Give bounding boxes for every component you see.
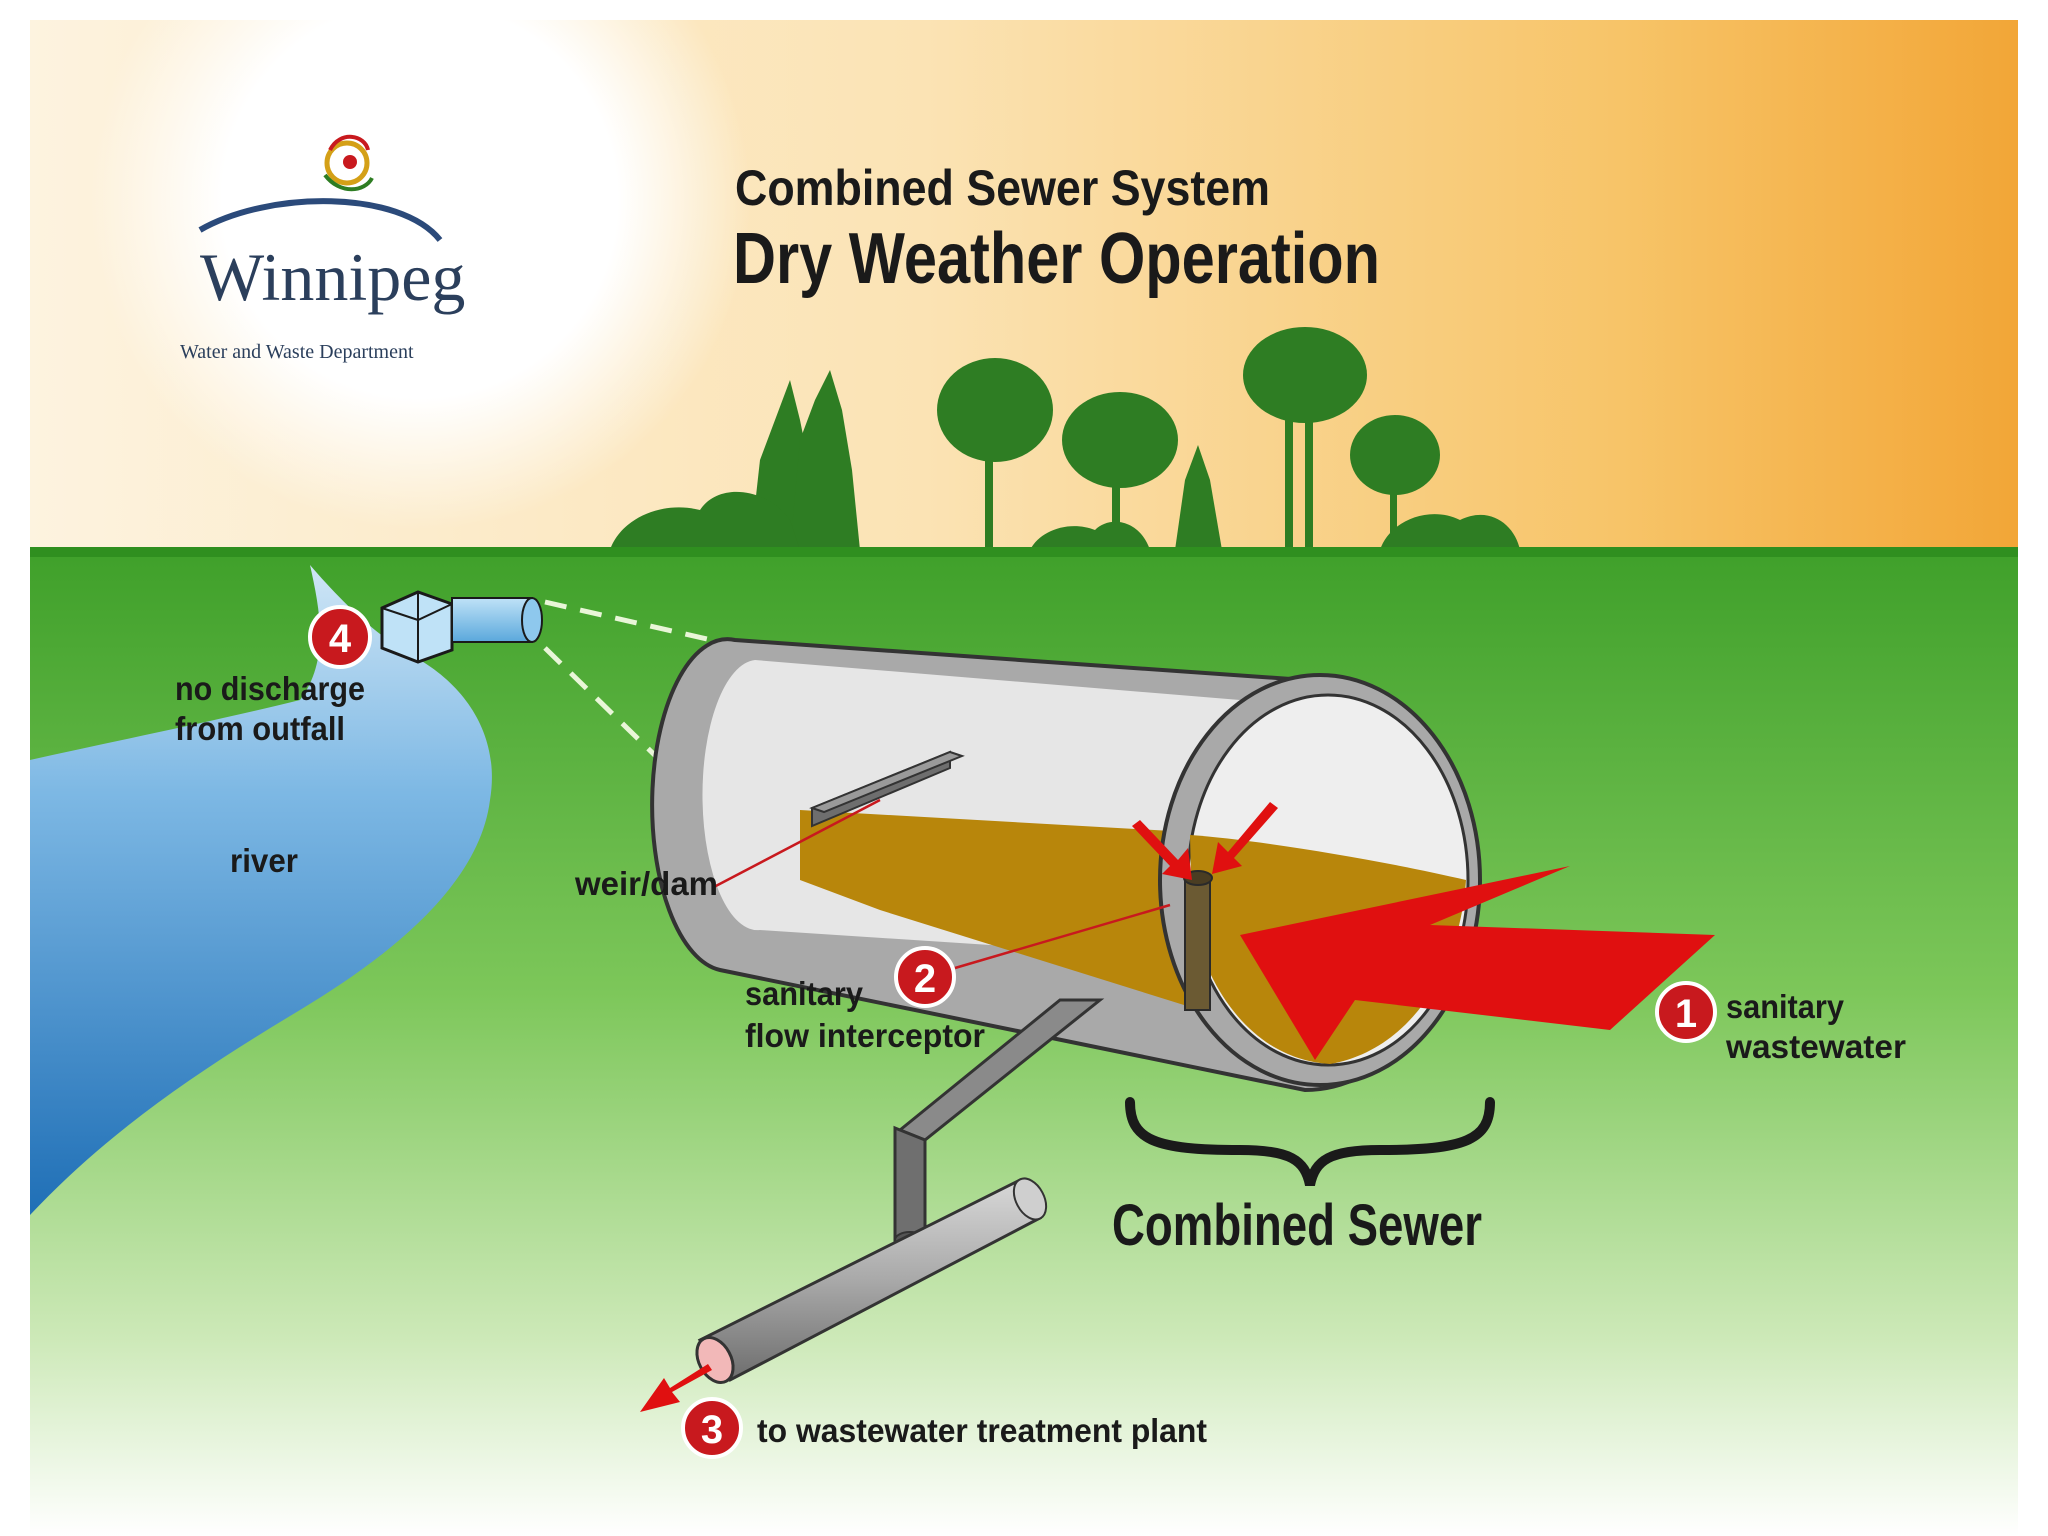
combined-sewer-brace	[1125, 1097, 1495, 1187]
connector-dashed-bottom	[543, 646, 672, 772]
tree-bush-1	[610, 491, 800, 550]
tree-conifer-2	[790, 370, 860, 550]
tree-crown-3	[1243, 327, 1367, 423]
tree-trunk-3	[1285, 410, 1293, 550]
tree-bush-3	[1380, 514, 1520, 550]
tree-trunk-3b	[1305, 410, 1313, 550]
river	[30, 565, 492, 1215]
interceptor-riser	[1184, 879, 1211, 1011]
badge-2-circle	[894, 946, 956, 1008]
label-interceptor-line-1: sanitary	[745, 975, 864, 1012]
label-river: river	[230, 842, 298, 879]
outfall-pipe	[451, 597, 533, 643]
label-treatment: to wastewater treatment plant	[757, 1412, 1207, 1449]
logo-emblem	[323, 134, 374, 192]
weir-leader-line	[711, 798, 881, 890]
badge-1-number: 1	[1675, 992, 1697, 1036]
wastewater-inflow-arrow	[1240, 866, 1715, 1060]
label-wastewater-line-1: sanitary	[1726, 988, 1845, 1025]
label-wastewater-line-2: wastewater	[1725, 1028, 1906, 1065]
outfall-pipe-end	[521, 597, 543, 643]
label-interceptor-line-2: flow interceptor	[745, 1017, 985, 1054]
tree-line	[610, 327, 1520, 550]
badge-1-circle	[1655, 981, 1717, 1043]
interceptor-arrow-left	[1132, 820, 1192, 880]
badge-1: 1	[1655, 981, 1717, 1043]
horizon-line	[30, 547, 2018, 557]
interceptor-pipe-vertical	[893, 1125, 927, 1242]
badge-2: 2	[894, 946, 956, 1008]
logo-department: Water and Waste Department	[180, 341, 414, 363]
tree-crown-4	[1350, 415, 1440, 495]
badge-4-number: 4	[329, 617, 352, 661]
badge-4: 4	[308, 605, 372, 669]
tree-trunk-4	[1390, 480, 1397, 550]
interceptor-arrow-right	[1212, 802, 1278, 874]
collector-pipe-end-top	[1012, 1177, 1048, 1221]
badge-4-circle	[308, 605, 372, 669]
label-combined-sewer: Combined Sewer	[1112, 1193, 1482, 1258]
interceptor-leader-line	[954, 903, 1171, 970]
outfall-box-edge	[381, 592, 453, 662]
badge-3-circle	[681, 1397, 743, 1459]
logo-name: Winnipeg	[200, 239, 465, 315]
winnipeg-logo: Winnipeg Water and Waste Department	[180, 134, 465, 363]
sun	[90, 0, 750, 530]
connector-dashed-top	[544, 599, 721, 645]
tree-crown-2	[1062, 392, 1178, 488]
weir-dam-top	[809, 750, 965, 814]
tree-trunk-2	[1112, 470, 1120, 550]
tree-crown-1	[937, 358, 1053, 462]
tree-conifer-3	[1175, 445, 1222, 550]
tree-trunk-1	[985, 440, 993, 550]
label-outfall-line-2: from outfall	[175, 710, 345, 747]
title-line-2: Dry Weather Operation	[733, 219, 1380, 299]
outfall	[380, 590, 543, 664]
treatment-arrow	[640, 1364, 712, 1412]
label-weir: weir/dam	[574, 865, 718, 902]
interceptor-pipe	[695, 998, 1105, 1384]
title-line-1: Combined Sewer System	[735, 160, 1270, 216]
badge-3: 3	[681, 1397, 743, 1459]
label-outfall-line-1: no discharge	[175, 670, 365, 707]
badge-3-number: 3	[701, 1408, 723, 1452]
badge-2-number: 2	[914, 957, 936, 1001]
logo-arc	[198, 198, 443, 242]
